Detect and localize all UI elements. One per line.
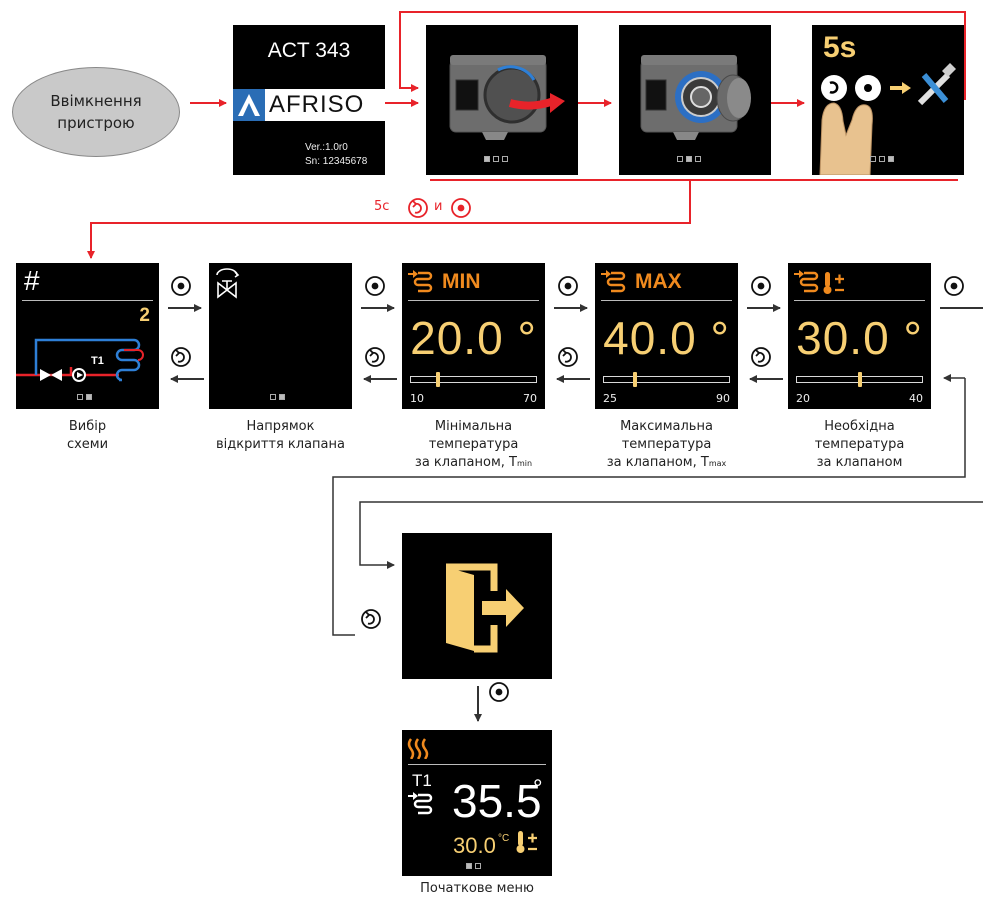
valve-direction-screen [209,263,352,409]
page-indicator [870,156,894,162]
caption-min-temp: Мінімальна температура за клапаном, Tmin [414,419,533,470]
range-min: 20 [796,392,810,405]
min-temp-slider[interactable] [410,376,537,383]
back-button-icon [171,347,191,367]
exit-screen [402,533,552,679]
caption-valve-direction: Напрямок відкриття клапана [216,419,345,452]
page-indicator [677,156,701,162]
ok-button-icon [171,276,191,296]
brand-name: AFRISO [269,91,365,118]
flow-temp-icon [408,792,433,815]
flow-temp-icon [601,270,626,293]
back-button-icon [751,347,771,367]
sensor-label: T1 [91,355,104,367]
ok-button-icon [944,276,964,296]
range-min: 25 [603,392,617,405]
page-indicator [484,156,508,162]
caption-required-temp: Необхідна температура за клапаном [814,419,905,470]
afriso-logo-icon [233,89,265,121]
setpoint-thermometer-icon [516,831,537,853]
min-header: MIN [442,270,481,293]
scheme-number: 2 [139,305,150,326]
valve-direction-icon [216,268,240,299]
home-setpoint: 30.0 [453,833,496,858]
scheme-select-screen: # 2 T1 [16,263,159,409]
max-header: MAX [635,270,682,293]
max-temp-value: 40.0 ° [603,312,730,364]
caption-max-temp: Максимальна температура за клапаном, Tma… [606,419,727,470]
hold-time-label: 5s [823,31,857,64]
required-temp-screen: 30.0 ° 20 40 [788,263,931,409]
mounting-step-rotate [426,25,578,175]
hold-buttons-hint-screen: 5s [812,25,964,175]
flow-temp-icon [408,270,433,293]
mounting-step-attach [619,25,771,175]
back-button-icon [558,347,578,367]
line-down-to-scheme [87,180,691,259]
firmware-version: Ver.:1.0r0 [305,142,348,153]
hydraulic-scheme-diagram [16,338,144,382]
device-power-on: Ввімкнення пристрою [12,67,180,157]
max-temp-slider[interactable] [603,376,730,383]
page-indicator [466,863,481,869]
model-name: ACT 343 [267,39,351,62]
back-button-icon [365,347,385,367]
max-temp-screen: MAX 40.0 ° 25 90 [595,263,738,409]
home-setpoint-unit: °C [498,833,510,844]
page-indicator [77,394,92,400]
ok-button-icon [751,276,771,296]
back-button-icon-red [408,198,428,218]
service-hint: 5с [374,199,389,214]
home-sensor-label: T1 [412,771,432,790]
actuator-rotate-illustration [449,55,565,140]
caption-scheme: Вибір схеми [66,419,109,452]
min-temp-value: 20.0 ° [410,312,537,364]
flow-setpoint-icon [794,270,844,294]
max-temp-slider-knob[interactable] [633,372,637,387]
back-button-icon [361,609,381,629]
loop-back-line [399,11,966,100]
range-max: 90 [716,392,730,405]
actuator-attach-illustration [640,55,751,140]
ok-button-icon [558,276,578,296]
range-max: 40 [909,392,923,405]
caption-home: Початкове меню [420,881,534,896]
page-indicator [270,394,285,400]
two-finger-press-illustration [819,63,956,175]
ok-button-icon [365,276,385,296]
home-temperature: 35.5 [452,775,542,827]
min-temp-screen: MIN 20.0 ° 10 70 [402,263,545,409]
power-on-line1: Ввімкнення [50,92,142,110]
exit-door-icon [446,563,524,653]
range-min: 10 [410,392,424,405]
ok-button-icon-red [451,198,471,218]
power-on-line2: пристрою [57,114,135,132]
service-hint-prefix: 5с [374,199,390,214]
boot-screen: ACT 343 AFRISO Ver.:1.0r0 Sn: 12345678 [233,25,385,175]
brand-banner: AFRISO [233,89,385,121]
required-temp-value: 30.0 ° [796,312,923,364]
service-hint-conjunction: и [434,199,443,214]
min-temp-slider-knob[interactable] [436,372,440,387]
range-max: 70 [523,392,537,405]
serial-number: Sn: 12345678 [305,156,368,167]
ok-button-icon [489,682,509,702]
home-screen: T1 35.5 ° 30.0 °C [402,730,552,876]
heating-icon [407,738,429,759]
scheme-symbol: # [24,265,40,296]
required-temp-slider-knob[interactable] [858,372,862,387]
home-degree-sign: ° [533,775,543,802]
